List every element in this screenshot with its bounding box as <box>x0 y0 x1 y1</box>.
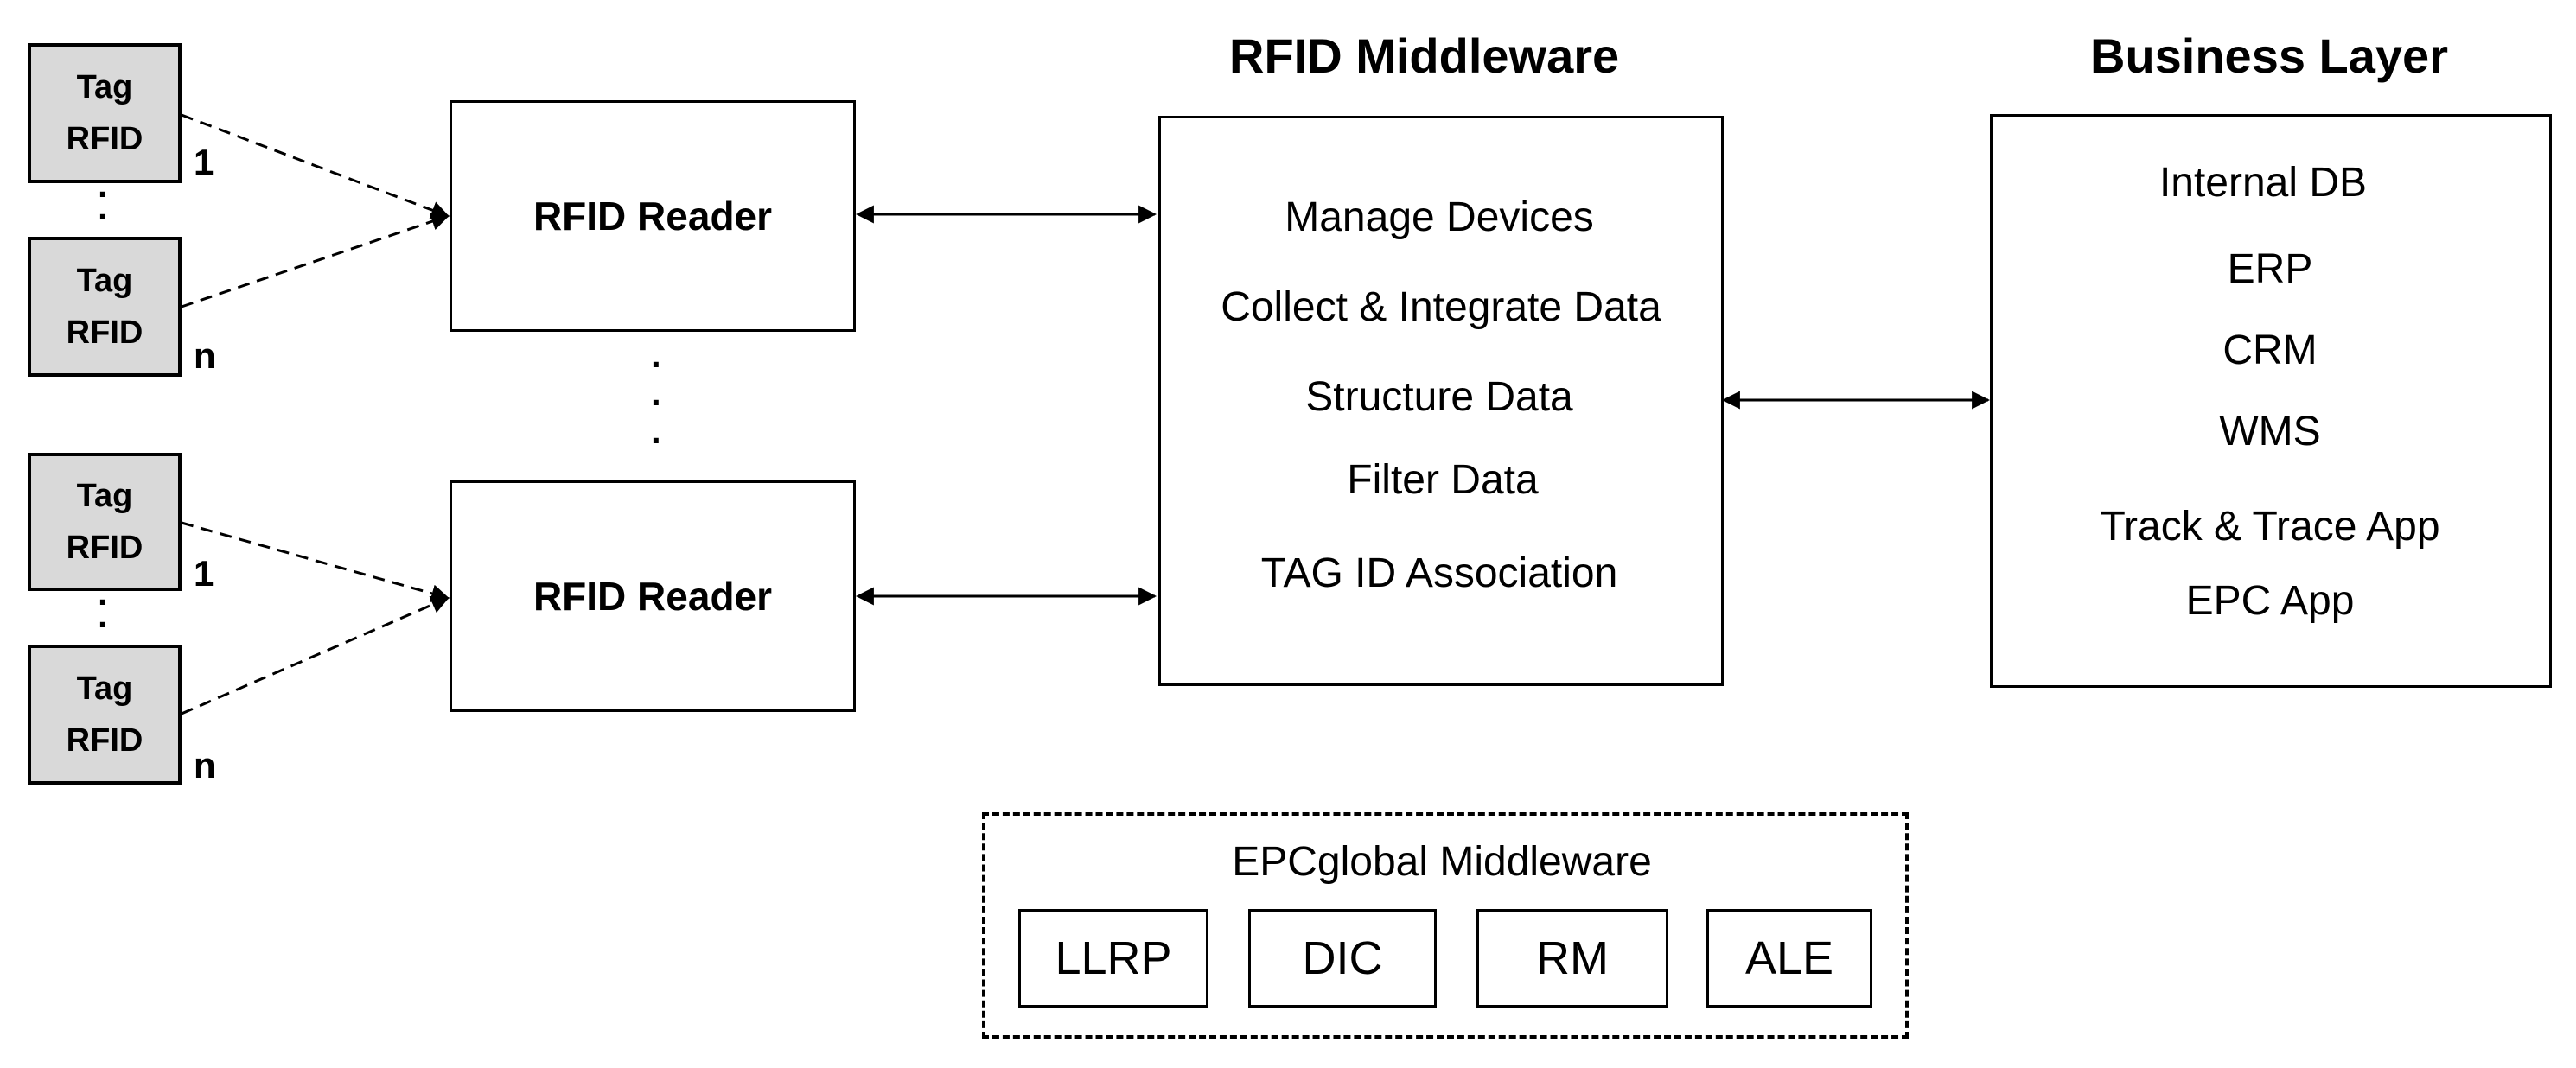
middleware-item: Manage Devices <box>1285 194 1594 240</box>
tag-label: Tag <box>76 69 133 105</box>
tag-label: RFID <box>66 121 143 157</box>
tag-label: RFID <box>66 722 143 759</box>
rfid-reader: RFID Reader <box>450 100 856 332</box>
tag-count-first: 1 <box>194 142 214 182</box>
business-item: ERP <box>2227 246 2313 292</box>
business-item: CRM <box>2222 327 2318 373</box>
epc-module-dic: DIC <box>1248 909 1437 1008</box>
middleware-item: Filter Data <box>1347 457 1539 503</box>
business-item: Track & Trace App <box>2100 504 2440 550</box>
tag-count-last: n <box>194 335 216 376</box>
epc-module-ale: ALE <box>1706 909 1872 1008</box>
tag-label: Tag <box>76 671 133 707</box>
reader-label: RFID Reader <box>532 194 773 238</box>
tag-count-last: n <box>194 745 216 785</box>
reader-label: RFID Reader <box>532 574 773 619</box>
middleware-item: Structure Data <box>1305 374 1573 420</box>
reader-ellipsis: ··· <box>651 344 663 461</box>
business-box <box>1990 114 2552 688</box>
module-label: DIC <box>1302 932 1383 984</box>
rfid-reader: RFID Reader <box>450 480 856 712</box>
tag-label: Tag <box>76 263 133 299</box>
tag-ellipsis: ·· <box>98 582 110 645</box>
tag-link-dashed <box>181 113 450 219</box>
tag-link-dashed <box>181 521 450 602</box>
module-label: LLRP <box>1055 932 1172 984</box>
middleware-item: Collect & Integrate Data <box>1221 284 1661 330</box>
epcglobal-title: EPCglobal Middleware <box>1232 839 1652 885</box>
rfid-tag: Tag RFID <box>28 453 182 591</box>
rfid-tag: Tag RFID <box>28 43 182 183</box>
middleware-box <box>1158 116 1724 686</box>
epc-module-rm: RM <box>1476 909 1668 1008</box>
tag-link-dashed <box>181 213 450 308</box>
tag-link-dashed <box>181 595 450 715</box>
tag-label: RFID <box>66 530 143 566</box>
epc-module-llrp: LLRP <box>1018 909 1208 1008</box>
business-item: WMS <box>2219 409 2321 455</box>
rfid-tag: Tag RFID <box>28 645 182 785</box>
business-item: Internal DB <box>2158 160 2368 206</box>
middleware-title: RFID Middleware <box>1229 29 1620 83</box>
business-title: Business Layer <box>2090 29 2448 83</box>
module-label: RM <box>1536 932 1609 984</box>
tag-label: Tag <box>76 478 133 514</box>
tag-count-first: 1 <box>194 553 214 594</box>
module-label: ALE <box>1744 932 1834 984</box>
tag-ellipsis: ·· <box>98 174 110 237</box>
rfid-tag: Tag RFID <box>28 237 182 377</box>
business-item: EPC App <box>2185 578 2355 624</box>
epcglobal-box <box>982 812 1909 1039</box>
middleware-item: TAG ID Association <box>1260 550 1618 596</box>
tag-label: RFID <box>66 315 143 351</box>
